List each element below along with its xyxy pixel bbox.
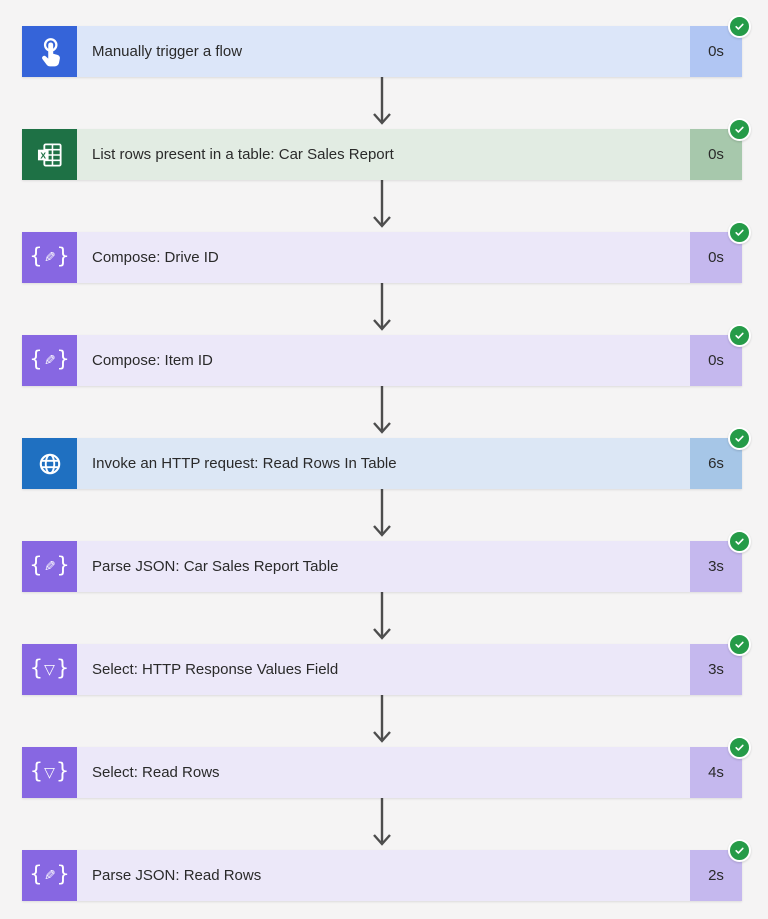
- step-label: Compose: Item ID: [77, 335, 690, 386]
- connector-arrow: [22, 77, 742, 129]
- svg-text:X: X: [40, 150, 46, 160]
- connector-arrow: [22, 180, 742, 232]
- flow-step-excel-list-rows[interactable]: X List rows present in a table: Car Sale…: [22, 118, 751, 180]
- flow-step-select-http-response[interactable]: {▽} Select: HTTP Response Values Field 3…: [22, 633, 751, 695]
- check-icon: [728, 839, 751, 862]
- connector-arrow: [22, 283, 742, 335]
- check-icon: [728, 633, 751, 656]
- flow-step-parse-json-read-rows[interactable]: {✎} Parse JSON: Read Rows 2s: [22, 839, 751, 901]
- braces-pencil-icon: {✎}: [22, 232, 77, 283]
- step-label: Manually trigger a flow: [77, 26, 690, 77]
- braces-funnel-icon: {▽}: [22, 644, 77, 695]
- connector-arrow: [22, 489, 742, 541]
- globe-icon: [22, 438, 77, 489]
- flow-step-compose-drive-id[interactable]: {✎} Compose: Drive ID 0s: [22, 221, 751, 283]
- braces-funnel-icon: {▽}: [22, 747, 77, 798]
- check-icon: [728, 221, 751, 244]
- check-icon: [728, 324, 751, 347]
- flow-step-http-request[interactable]: Invoke an HTTP request: Read Rows In Tab…: [22, 427, 751, 489]
- check-icon: [728, 15, 751, 38]
- check-icon: [728, 530, 751, 553]
- connector-arrow: [22, 695, 742, 747]
- step-label: Parse JSON: Read Rows: [77, 850, 690, 901]
- step-label: Compose: Drive ID: [77, 232, 690, 283]
- connector-arrow: [22, 386, 742, 438]
- connector-arrow: [22, 798, 742, 850]
- step-label: List rows present in a table: Car Sales …: [77, 129, 690, 180]
- check-icon: [728, 118, 751, 141]
- flow-run-canvas: Manually trigger a flow 0s X List rows p…: [22, 15, 751, 901]
- flow-step-select-read-rows[interactable]: {▽} Select: Read Rows 4s: [22, 736, 751, 798]
- touch-icon: [22, 26, 77, 77]
- connector-arrow: [22, 592, 742, 644]
- flow-step-parse-json-car-sales[interactable]: {✎} Parse JSON: Car Sales Report Table 3…: [22, 530, 751, 592]
- braces-pencil-icon: {✎}: [22, 850, 77, 901]
- flow-step-compose-item-id[interactable]: {✎} Compose: Item ID 0s: [22, 324, 751, 386]
- step-label: Select: Read Rows: [77, 747, 690, 798]
- excel-icon: X: [22, 129, 77, 180]
- braces-pencil-icon: {✎}: [22, 541, 77, 592]
- step-label: Parse JSON: Car Sales Report Table: [77, 541, 690, 592]
- flow-step-manual-trigger[interactable]: Manually trigger a flow 0s: [22, 15, 751, 77]
- step-label: Select: HTTP Response Values Field: [77, 644, 690, 695]
- check-icon: [728, 736, 751, 759]
- step-duration-badge: 0s: [690, 26, 742, 77]
- step-label: Invoke an HTTP request: Read Rows In Tab…: [77, 438, 690, 489]
- braces-pencil-icon: {✎}: [22, 335, 77, 386]
- check-icon: [728, 427, 751, 450]
